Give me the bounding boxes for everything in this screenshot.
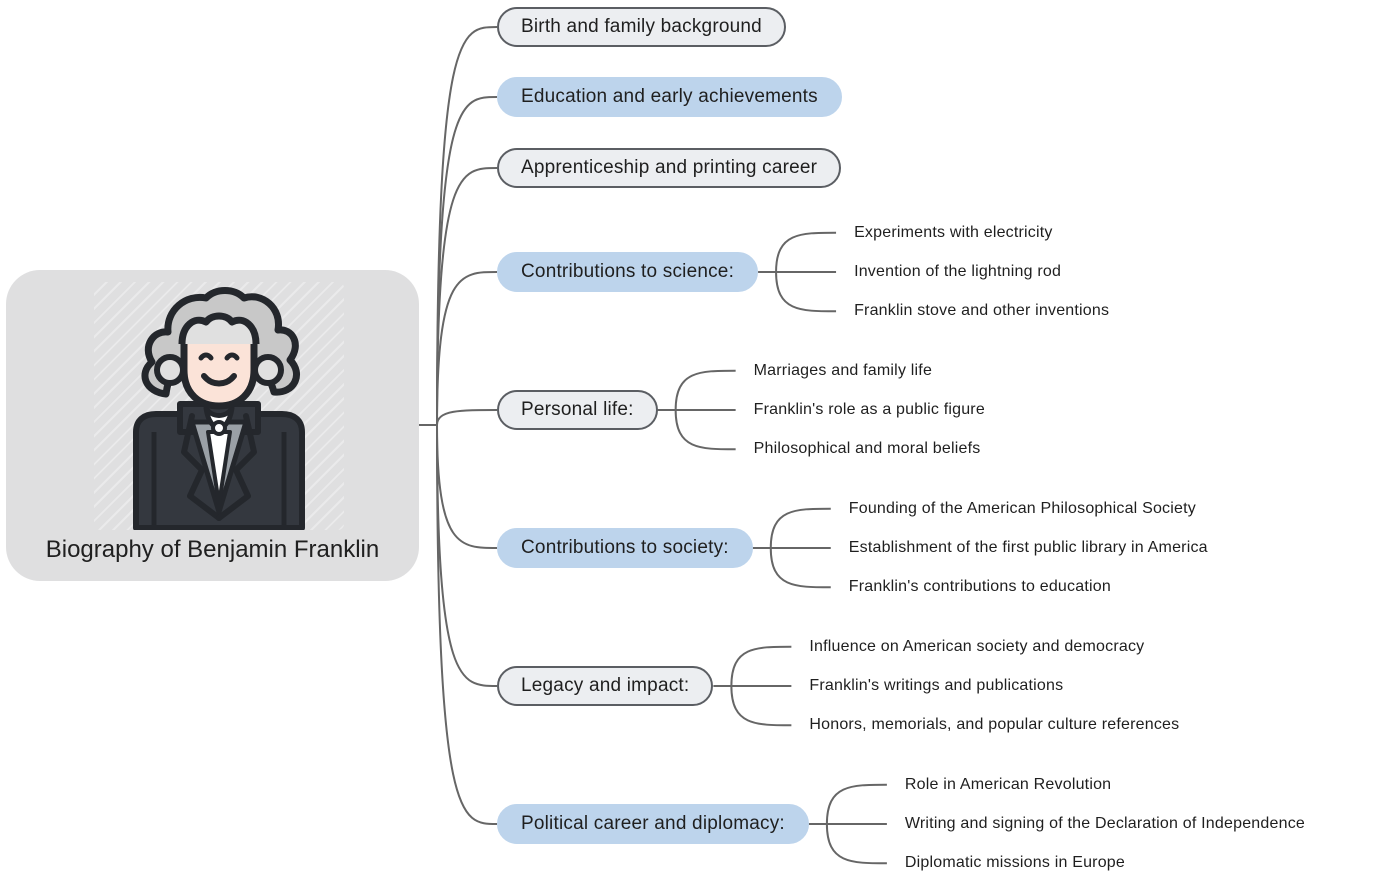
connector-line <box>436 424 498 687</box>
topic-node[interactable]: Birth and family background <box>497 7 786 47</box>
topic-node[interactable]: Contributions to society: <box>497 528 753 568</box>
benjamin-franklin-portrait-icon <box>94 282 344 531</box>
connector-line <box>825 783 887 825</box>
subtopic-item[interactable]: Diplomatic missions in Europe <box>904 854 1125 872</box>
subtopic-item[interactable]: Franklin's contributions to education <box>848 578 1111 596</box>
subtopic-item[interactable]: Franklin's role as a public figure <box>753 401 985 418</box>
connector-line <box>730 685 792 727</box>
subtopic-item[interactable]: Philosophical and moral beliefs <box>753 440 981 458</box>
subtopic-item[interactable]: Establishment of the first public librar… <box>848 539 1208 556</box>
connector-line <box>436 409 498 426</box>
topic-node[interactable]: Political career and diplomacy: <box>497 804 809 844</box>
connector-line <box>436 424 498 549</box>
connector-line <box>674 409 736 451</box>
connector-line <box>436 26 498 426</box>
connector-line <box>436 96 498 426</box>
subtopic-item[interactable]: Writing and signing of the Declaration o… <box>904 815 1305 832</box>
subtopic-item[interactable]: Franklin's writings and publications <box>809 677 1064 694</box>
subtopic-item[interactable]: Honors, memorials, and popular culture r… <box>809 716 1180 734</box>
topic-node[interactable]: Personal life: <box>497 390 658 430</box>
root-title: Biography of Benjamin Franklin <box>45 536 380 563</box>
connector-line <box>436 167 498 426</box>
connector-line <box>674 369 736 411</box>
subtopic-item[interactable]: Invention of the lightning rod <box>854 263 1062 280</box>
subtopic-item[interactable]: Founding of the American Philosophical S… <box>848 499 1196 517</box>
connector-line <box>436 424 498 825</box>
topic-node[interactable]: Contributions to science: <box>497 252 759 292</box>
connector-line <box>775 231 837 273</box>
topic-node[interactable]: Education and early achievements <box>497 77 842 117</box>
topic-node[interactable]: Apprenticeship and printing career <box>497 148 842 188</box>
subtopic-item[interactable]: Role in American Revolution <box>904 775 1112 793</box>
connector-line <box>769 507 831 549</box>
connector-line <box>825 823 887 865</box>
root-node[interactable]: Biography of Benjamin Franklin <box>6 270 419 581</box>
connector-line <box>769 547 831 589</box>
connector-line <box>436 271 498 426</box>
subtopic-item[interactable]: Marriages and family life <box>753 361 933 379</box>
connector-line <box>775 271 837 313</box>
topic-node[interactable]: Legacy and impact: <box>497 666 714 706</box>
subtopic-item[interactable]: Experiments with electricity <box>854 223 1053 241</box>
subtopic-item[interactable]: Franklin stove and other inventions <box>854 302 1110 320</box>
subtopic-item[interactable]: Influence on American society and democr… <box>809 637 1145 655</box>
connector-line <box>730 645 792 687</box>
